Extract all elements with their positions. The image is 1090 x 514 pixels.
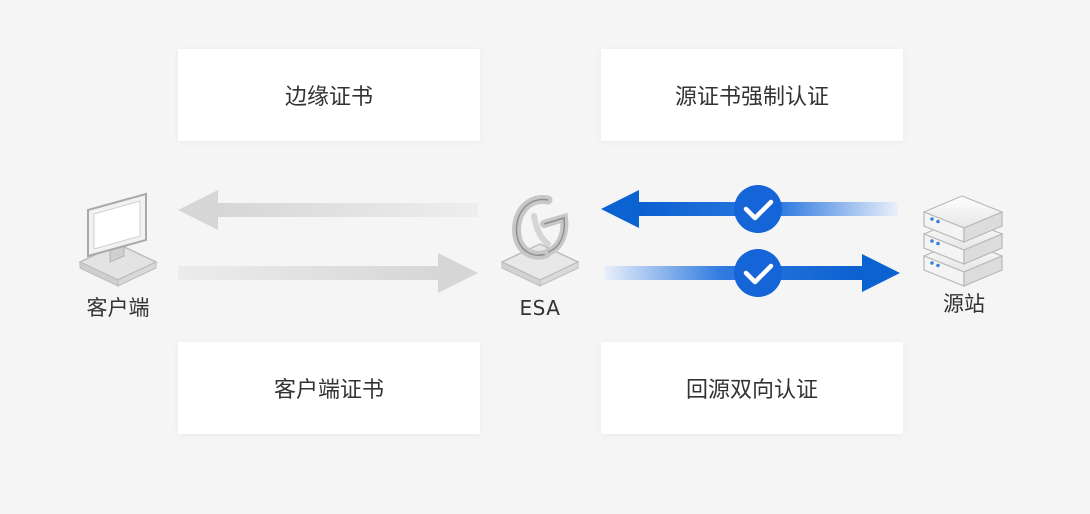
- check-circle-icon: [734, 185, 782, 233]
- client-label: 客户端: [86, 296, 150, 320]
- origin-label: 源站: [943, 292, 985, 316]
- edge-certificate-card: 边缘证书: [178, 49, 480, 141]
- edge-cert-arrow-left: [178, 190, 478, 230]
- esa-label: ESA: [519, 296, 561, 320]
- client-certificate-card: 客户端证书: [178, 342, 480, 434]
- origin-mutual-auth-card: 回源双向认证: [601, 342, 903, 434]
- esa-logo-icon: [500, 195, 580, 287]
- origin-mandatory-auth-card: 源证书强制认证: [601, 49, 903, 141]
- server-stack-icon: [922, 195, 1004, 287]
- origin-mutual-auth-label: 回源双向认证: [685, 378, 818, 403]
- monitor-icon: [78, 192, 158, 287]
- client-certificate-label: 客户端证书: [273, 378, 384, 403]
- origin-mandatory-auth-label: 源证书强制认证: [674, 85, 829, 110]
- client-cert-arrow-right: [178, 253, 478, 293]
- edge-certificate-label: 边缘证书: [284, 85, 373, 110]
- check-circle-icon: [734, 249, 782, 297]
